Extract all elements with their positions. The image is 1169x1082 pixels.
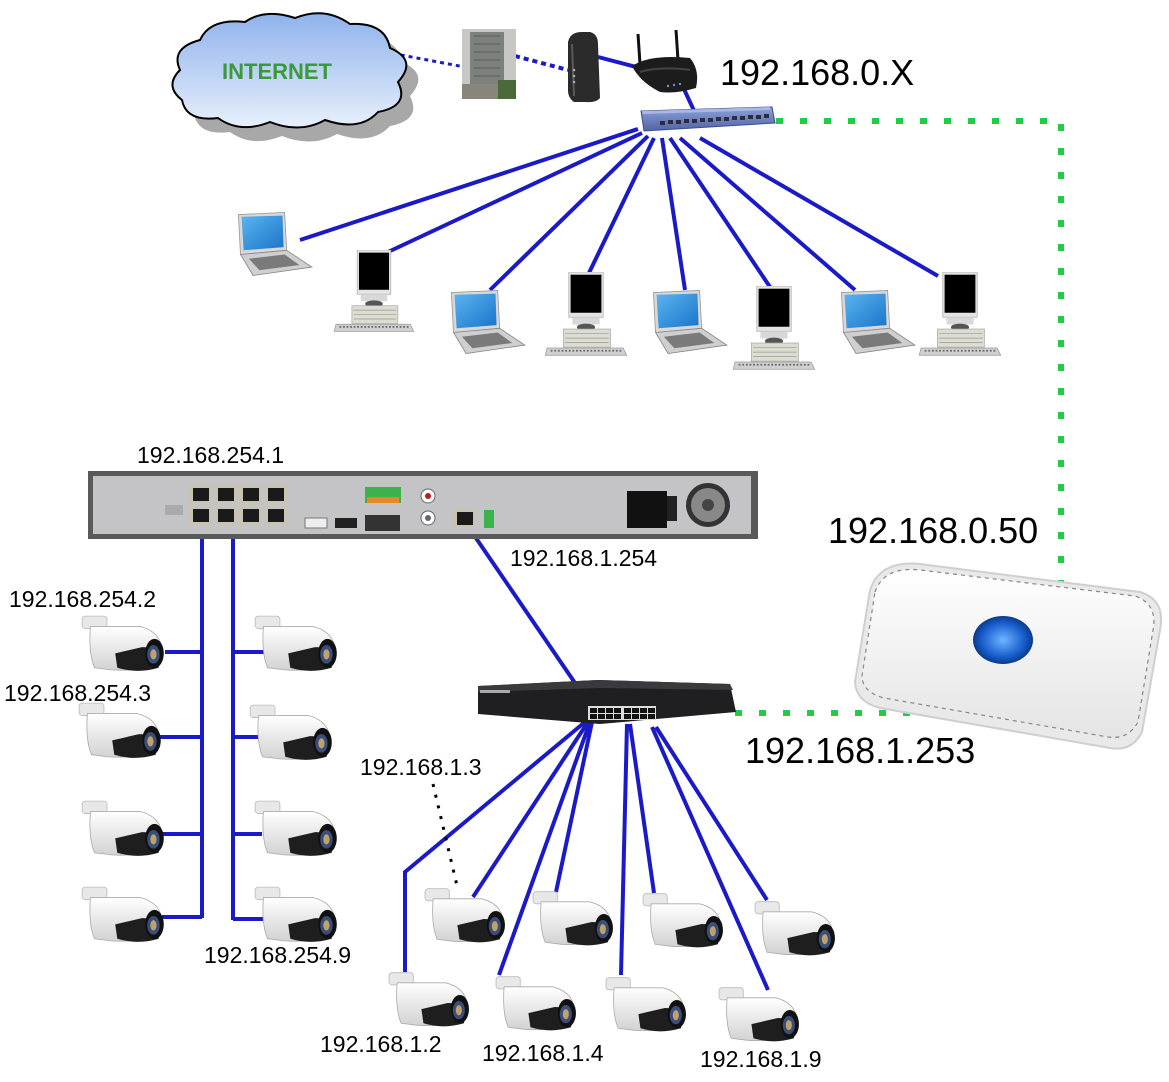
bullet-camera-icon	[754, 901, 836, 956]
link-switch-device-1	[299, 127, 639, 242]
modem-icon	[568, 32, 600, 103]
bullet-camera-icon	[605, 977, 687, 1032]
wireless-bridge-icon	[853, 562, 1162, 750]
bullet-camera-icon	[254, 800, 338, 857]
cloud-icon	[171, 12, 408, 129]
bullet-camera-icon	[495, 976, 577, 1031]
link-cam-switch-cam-1-4	[497, 721, 592, 976]
bullet-camera-icon	[81, 800, 165, 857]
network-switch-icon	[640, 106, 776, 132]
router-ip-label: 192.168.0.X	[720, 52, 915, 93]
link-switch-device-6	[668, 136, 774, 292]
internet-cloud	[171, 12, 419, 142]
link-cam-switch-cam-bottom-3	[619, 723, 629, 976]
poe-switch-icon	[478, 680, 736, 724]
bullet-camera-icon	[388, 972, 470, 1027]
laptop-icon	[237, 212, 313, 276]
bullet-camera-icon	[81, 886, 165, 943]
lan-camera-ip-label: 192.168.1.3	[360, 754, 482, 780]
desktop-pc-icon	[918, 272, 1002, 357]
link-internet-isp	[384, 50, 471, 70]
nvr-recorder-icon	[88, 471, 758, 539]
laptop-icon	[840, 289, 916, 355]
bullet-camera-icon	[81, 615, 165, 672]
link-cam-switch-cam-top-4	[654, 725, 769, 902]
nvr-camera-ip-label: 192.168.254.2	[9, 586, 157, 612]
link-switch-device-4	[586, 137, 656, 276]
link-cam-switch-cam-top-2	[554, 721, 594, 893]
link-switch-device-8	[698, 136, 940, 278]
lan-camera-ip-label: 192.168.1.2	[320, 1031, 442, 1057]
nvr-camera-ip-label: 192.168.254.9	[204, 942, 352, 968]
link-cam-switch-cam-top-3	[628, 723, 656, 894]
bullet-camera-icon	[254, 886, 338, 943]
bridge-camera-ip-label: 192.168.1.253	[745, 730, 976, 771]
bullet-camera-icon	[249, 704, 333, 761]
bridge-office-ip-label: 192.168.0.50	[828, 510, 1039, 551]
bullet-camera-icon	[78, 702, 162, 759]
link-cam-switch-cam-1-3	[471, 720, 590, 899]
link-nvr-to-camera-switch	[463, 520, 590, 704]
laptop-icon	[450, 289, 526, 355]
bullet-camera-icon	[532, 891, 614, 946]
link-cam-switch-cam-1-9	[650, 726, 770, 991]
lan-cameras	[388, 888, 836, 1042]
desktop-pc-icon	[544, 272, 628, 357]
link-switch-device-5	[660, 137, 687, 291]
link-switch-device-2	[387, 131, 643, 254]
nvr-cameras	[78, 615, 338, 943]
nvr-camera-ip-label: 192.168.254.3	[4, 680, 152, 706]
label-leader-192-168-1-3	[431, 783, 460, 891]
network-links	[160, 50, 1064, 991]
office-devices	[237, 212, 1002, 371]
bullet-camera-icon	[424, 888, 506, 943]
desktop-pc-icon	[333, 250, 415, 333]
link-switch-device-7	[678, 136, 857, 292]
nvr-poe-ip-label: 192.168.254.1	[137, 442, 285, 468]
link-switch-device-3	[488, 134, 650, 292]
wifi-router-icon	[632, 29, 698, 93]
link-cam-switch-cam-1-2	[403, 720, 587, 972]
link-isp-modem	[514, 54, 569, 72]
desktop-pc-icon	[732, 286, 816, 371]
laptop-icon	[652, 289, 728, 355]
bullet-camera-icon	[254, 615, 338, 672]
building-icon	[462, 29, 516, 99]
bullet-camera-icon	[718, 987, 800, 1042]
bullet-camera-icon	[642, 893, 724, 948]
nvr-lan-ip-label: 192.168.1.254	[510, 545, 658, 571]
lan-camera-ip-label: 192.168.1.4	[482, 1040, 604, 1066]
poe-ports	[190, 485, 287, 525]
internet-label: INTERNET	[222, 59, 332, 84]
lan-camera-ip-label: 192.168.1.9	[700, 1046, 822, 1072]
